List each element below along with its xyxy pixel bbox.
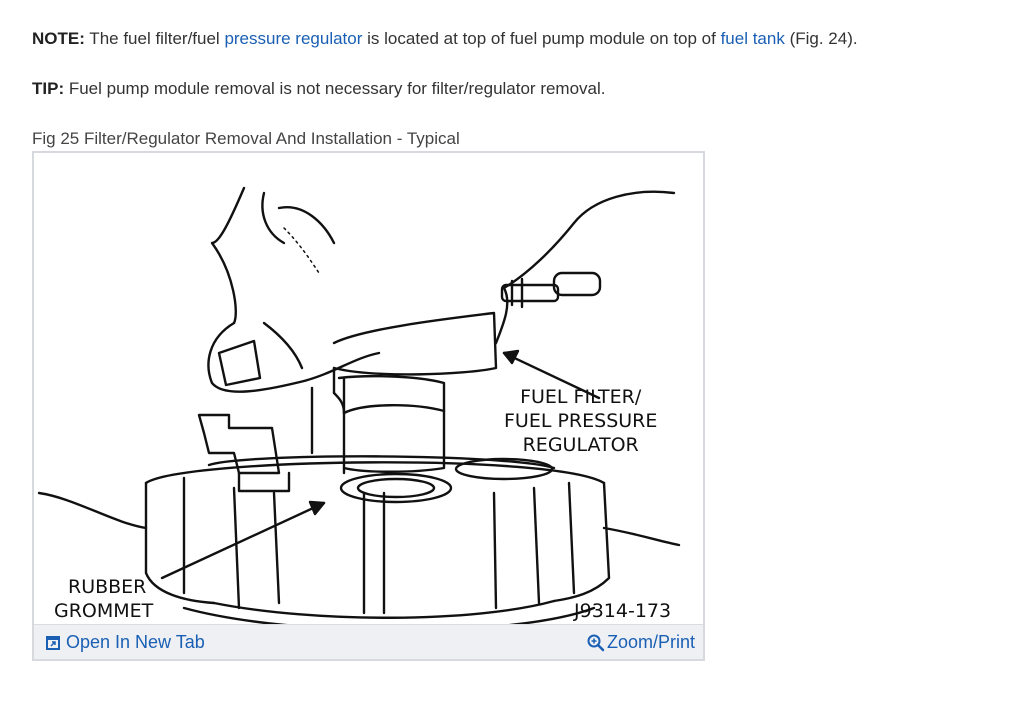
zoom-print-button[interactable]: Zoom/Print [587,631,695,653]
filter-label-line-2: FUEL PRESSURE [504,410,658,432]
note-label: NOTE: [32,29,85,48]
filter-label-line-3: REGULATOR [522,434,639,456]
fuel-tank-link[interactable]: fuel tank [720,29,785,48]
open-new-tab-icon [46,636,60,651]
figure-caption: Fig 25 Filter/Regulator Removal And Inst… [32,129,460,148]
grommet-label-line-1: RUBBER [68,576,147,598]
note-text-2: is located at top of fuel pump module on… [362,29,721,48]
grommet-label: RUBBER GROMMET [54,575,153,623]
filter-label-line-1: FUEL FILTER/ [520,386,642,408]
figure-frame: FUEL FILTER/ FUEL PRESSURE REGULATOR RUB… [32,151,705,661]
tip-text: Fuel pump module removal is not necessar… [64,79,606,98]
tip-paragraph: TIP: Fuel pump module removal is not nec… [32,78,606,100]
tip-label: TIP: [32,79,65,98]
note-text-3: (Fig. 24). [784,29,858,48]
open-in-new-tab-button[interactable]: Open In New Tab [46,631,205,653]
figure-footer: Open In New Tab Zoom/Print [34,624,703,659]
filter-regulator-illustration[interactable] [34,153,703,625]
note-paragraph: NOTE: The fuel filter/fuel pressure regu… [32,28,858,50]
pressure-regulator-link[interactable]: pressure regulator [224,29,363,48]
reference-code: J9314-173 [574,600,672,622]
zoom-icon [587,634,605,652]
grommet-label-line-2: GROMMET [54,600,154,622]
filter-label: FUEL FILTER/ FUEL PRESSURE REGULATOR [504,385,657,457]
note-text-1: The fuel filter/fuel [84,29,225,48]
open-in-new-tab-label: Open In New Tab [66,632,205,652]
zoom-print-label: Zoom/Print [606,632,695,652]
